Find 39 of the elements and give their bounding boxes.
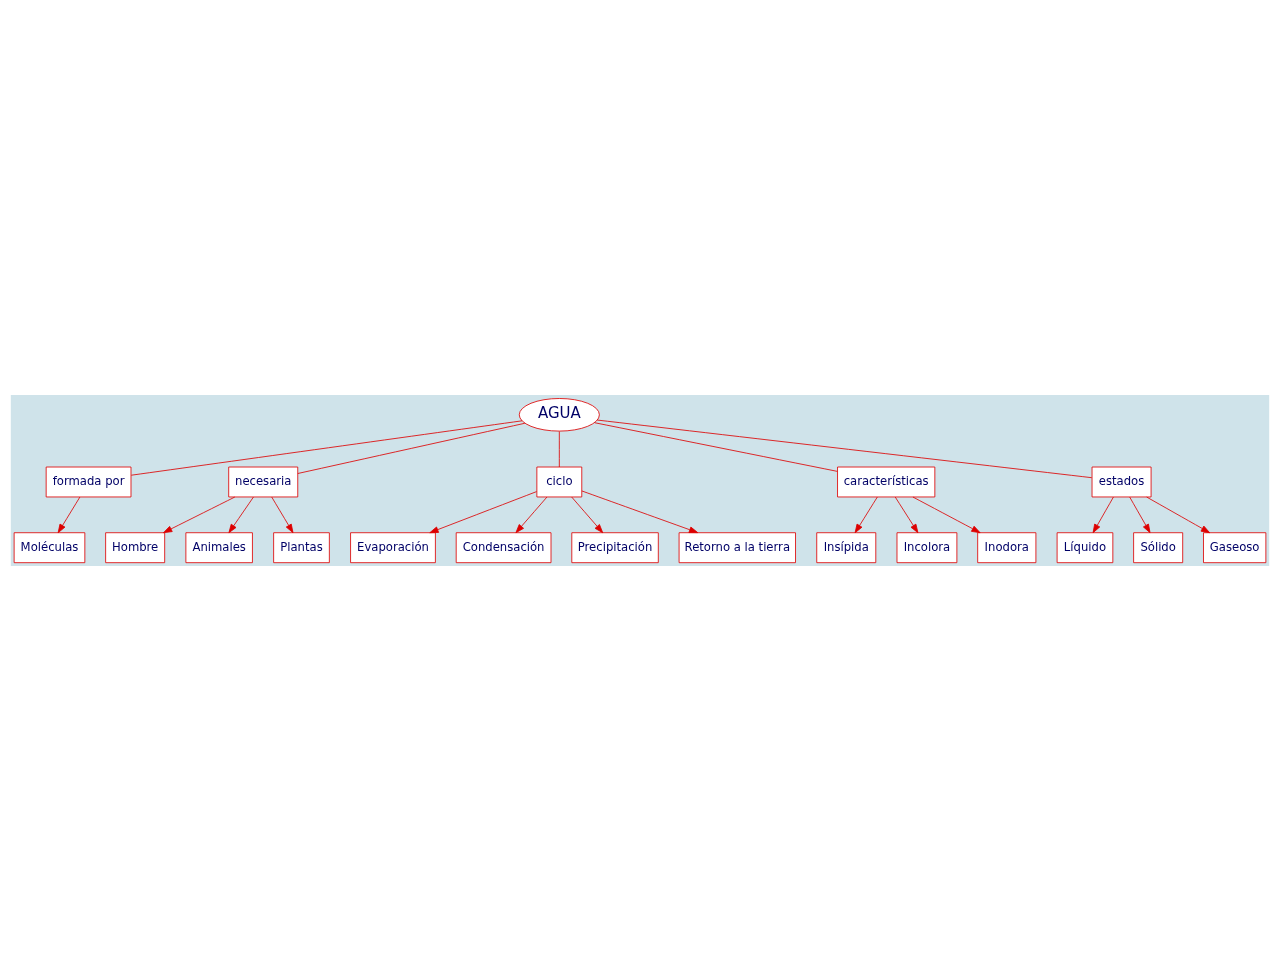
node-box: Animales <box>185 531 253 563</box>
node-box: estados <box>1091 466 1152 497</box>
node-ellipse: AGUA <box>518 397 600 431</box>
arrow <box>571 496 604 533</box>
node-box: Sólido <box>1133 531 1184 563</box>
arrow <box>163 496 236 533</box>
connector <box>297 422 526 474</box>
node-box: formada por <box>45 466 132 497</box>
arrow <box>1092 496 1114 533</box>
arrow <box>429 490 537 533</box>
connector <box>130 419 523 476</box>
node-box: Precipitación <box>571 531 659 563</box>
node-box: Líquido <box>1056 531 1114 563</box>
arrow <box>1146 496 1211 533</box>
node-box: Moléculas <box>13 531 86 563</box>
node-box: Hombre <box>105 531 166 563</box>
node-box: Gaseoso <box>1203 531 1267 563</box>
node-box: Insípida <box>816 531 877 563</box>
arrow <box>912 496 981 533</box>
arrow <box>57 496 81 533</box>
arrow <box>854 496 878 533</box>
node-box: características <box>837 466 936 497</box>
connector <box>594 421 838 472</box>
arrow <box>515 496 548 533</box>
arrow <box>894 496 919 533</box>
node-box: Retorno a la tierra <box>678 531 796 563</box>
connector <box>558 430 560 467</box>
arrow <box>1129 496 1151 533</box>
node-box: ciclo <box>536 466 583 497</box>
node-box: Plantas <box>273 531 330 563</box>
node-box: Inodora <box>977 531 1037 563</box>
arrow <box>581 490 699 533</box>
node-box: necesaria <box>228 466 299 497</box>
arrow <box>228 496 254 533</box>
arrow <box>271 496 294 533</box>
node-box: Condensación <box>455 531 552 563</box>
node-box: Incolora <box>896 531 958 563</box>
connector <box>596 419 1093 478</box>
node-box: Evaporación <box>350 531 436 563</box>
